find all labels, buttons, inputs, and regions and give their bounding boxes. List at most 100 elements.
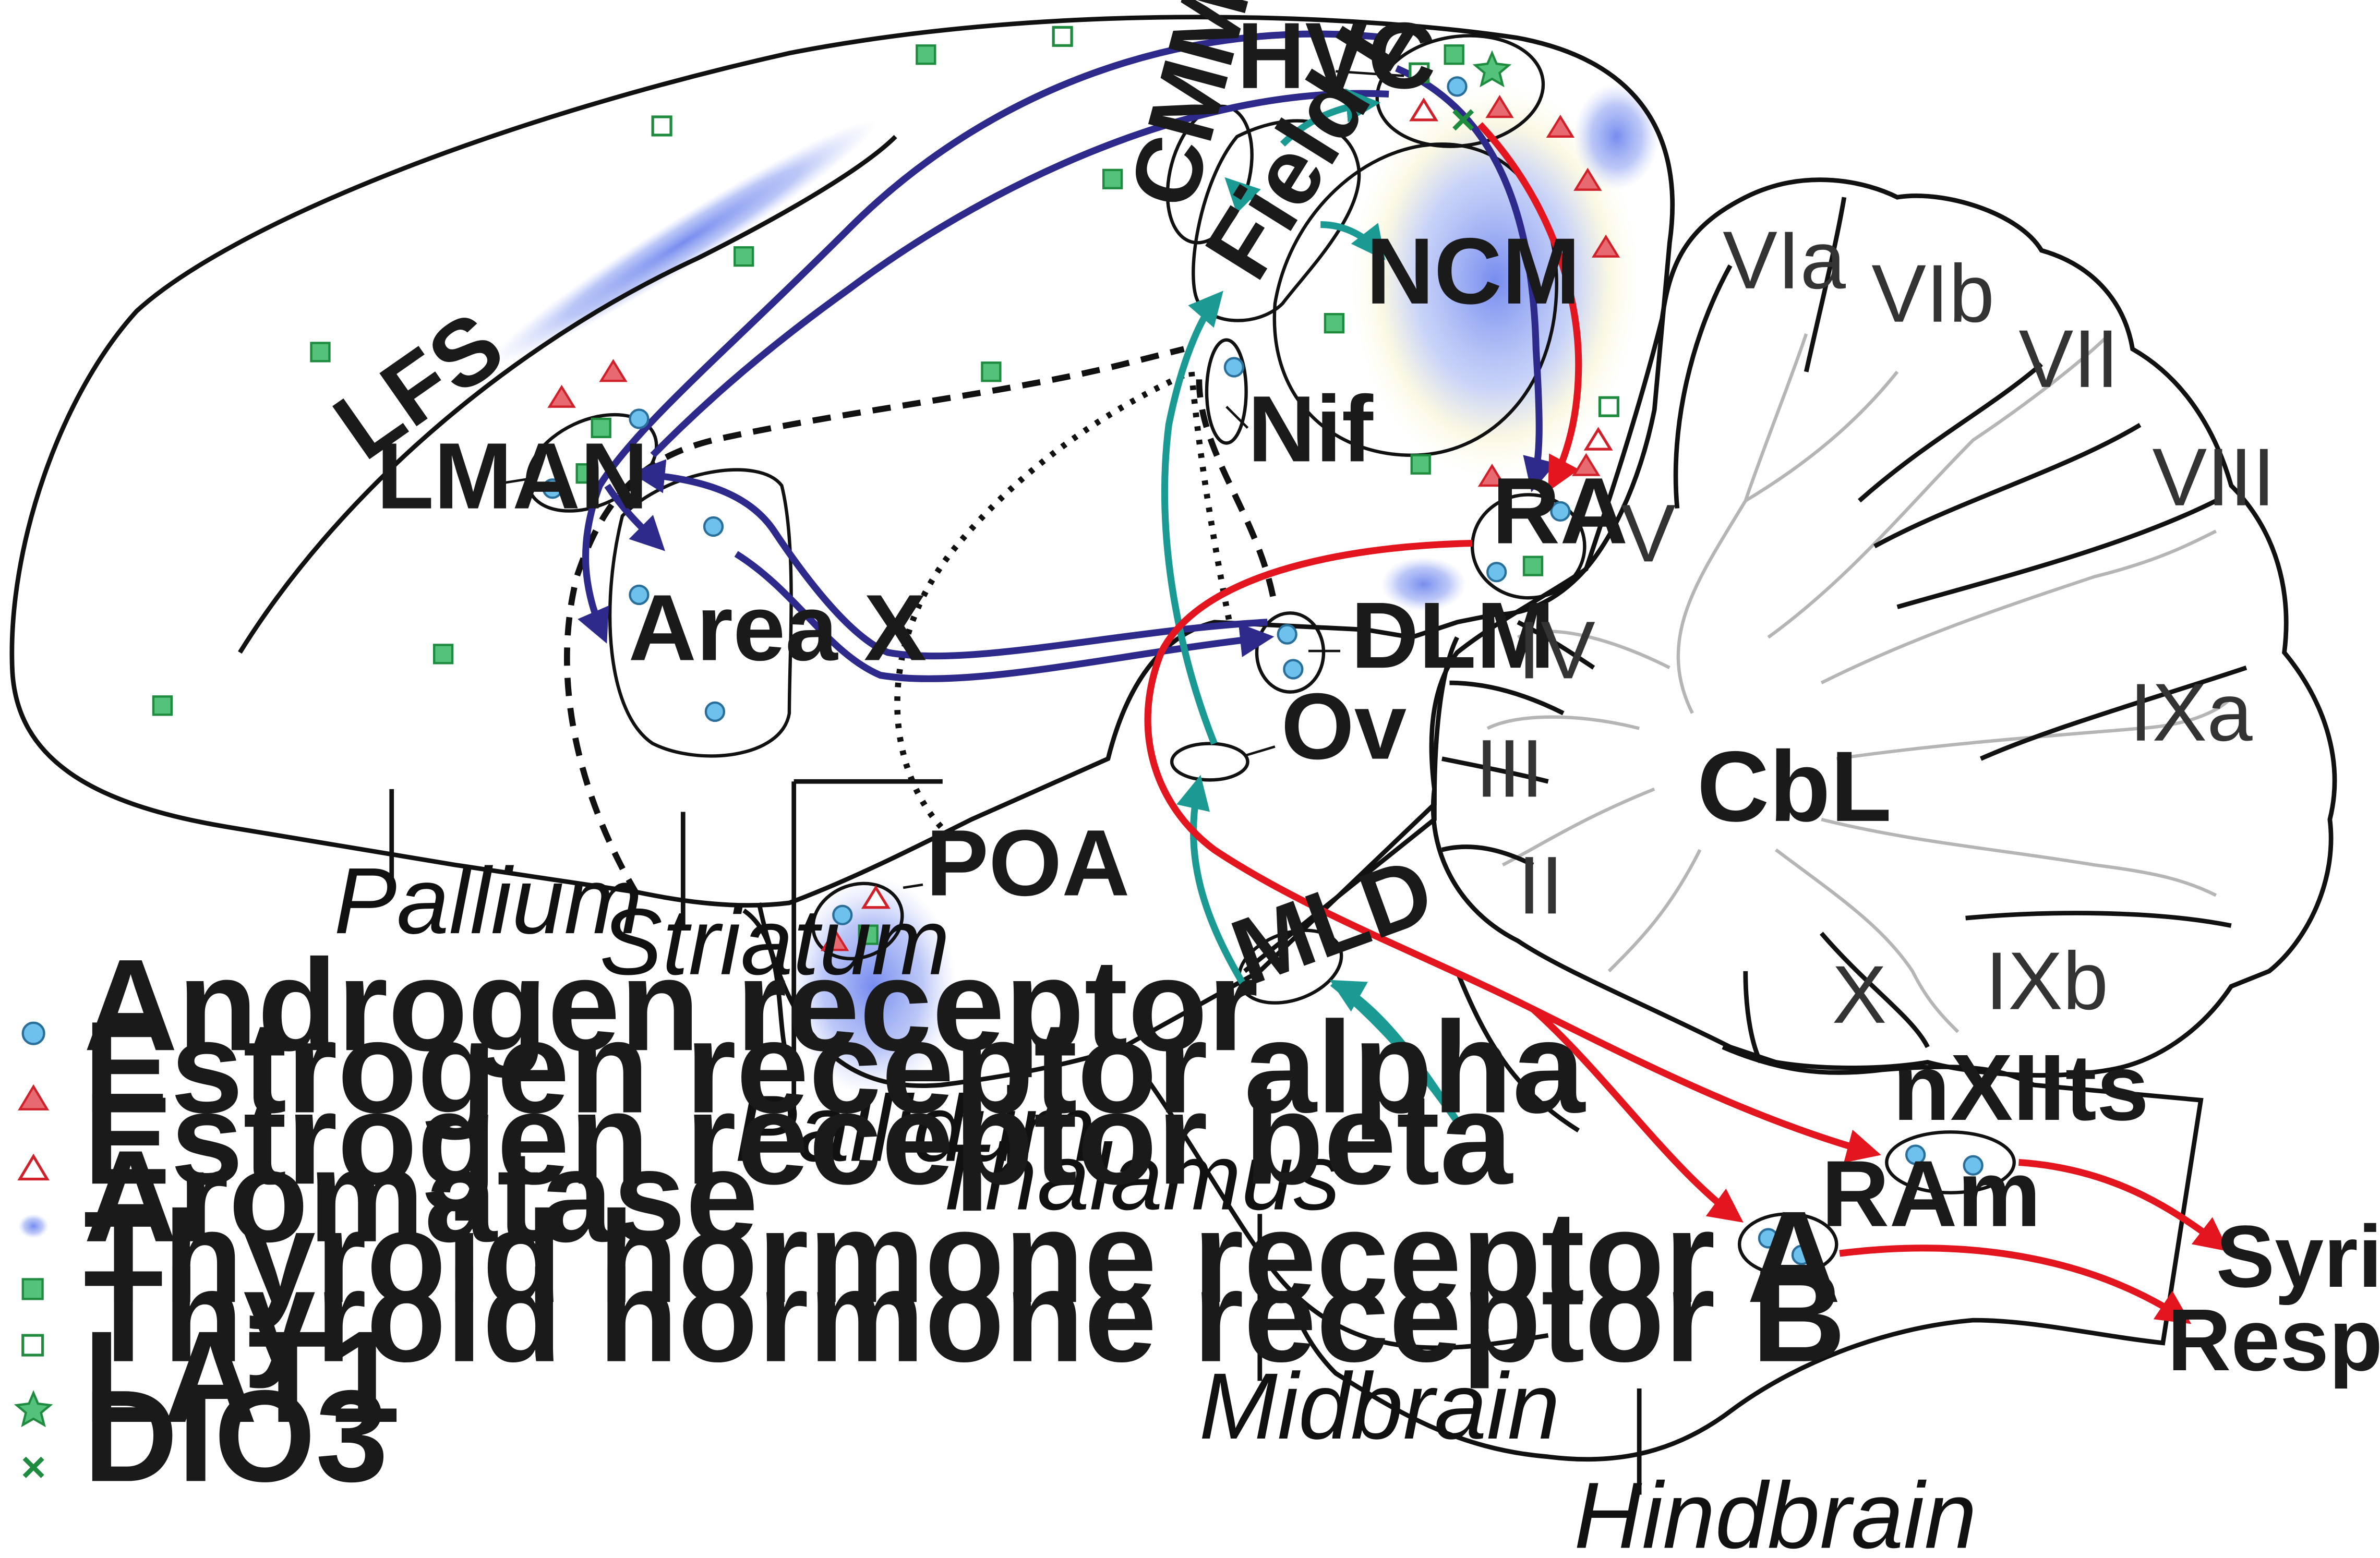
nuclei (526, 34, 2016, 1276)
lobule-vib: VIb (1871, 248, 1994, 340)
poa-label: POA (926, 811, 1130, 915)
lobule-via: VIa (1723, 215, 1846, 306)
nif-label: Nif (1248, 377, 1374, 481)
legend-dio3-icon (22, 1456, 44, 1478)
legend-thra-icon (21, 1278, 44, 1300)
ov-label: Ov (1281, 674, 1407, 779)
ram-nucleus (1737, 1212, 1838, 1276)
ncm-label: NCM (1366, 219, 1580, 324)
lobule-iii: III (1475, 723, 1544, 814)
midbrain-outline (1121, 1045, 1549, 1350)
lman-nucleus (526, 413, 658, 513)
legend-androgen-label: Androgen receptor (83, 933, 1258, 1078)
hindbrain-label: Hindbrain (1574, 1463, 1977, 1555)
legend-thra-label: Thyroid hormone receptor A (83, 1185, 1841, 1330)
thyroid-a-markers (152, 44, 1544, 945)
area-x-label: Area X (629, 576, 927, 681)
lobule-ixb: IXb (1985, 936, 2108, 1027)
hvc-label: HVC (1237, 4, 1436, 108)
aud-to-mld (1329, 980, 1463, 1128)
lobule-x: X (1832, 949, 1887, 1041)
ncm-nucleus (1272, 142, 1558, 457)
dlm-label: DLM (1351, 583, 1555, 688)
pallidum-label: Pallidum (735, 1077, 1096, 1181)
nif-nucleus (1205, 338, 1248, 445)
estrogen-alpha-markers (547, 95, 1620, 951)
legend-erb-label: Estrogen receptor beta (83, 1066, 1513, 1212)
syrinx-label: Syrinx (2216, 1207, 2380, 1306)
aud-ov-to-field-l (1161, 291, 1223, 745)
poa-nucleus (811, 881, 904, 961)
area-x-nucleus (608, 468, 793, 758)
ra-label: RA (1492, 459, 1628, 564)
dio3-cross-marker (1452, 109, 1474, 131)
estrogen-beta-markers (861, 98, 1613, 909)
midbrain-label: Midbrain (1199, 1354, 1560, 1459)
legend-thrb-icon (21, 1334, 44, 1357)
lobule-ixa: IXa (2130, 667, 2253, 758)
afp-lman-branch (650, 90, 1389, 458)
aromatase-cloud-ra (1381, 557, 1467, 612)
aud-field-l-to-cmm (1224, 177, 1269, 214)
cerebellum-folia (1486, 332, 2233, 1033)
brain-outline (9, 15, 2337, 1462)
division-ticks (389, 779, 1642, 1495)
aud-field-l-to-ncm (1320, 221, 1386, 261)
cerebellum-outline (1429, 177, 2337, 1078)
cerebellum-lobule-lines (1441, 197, 2247, 1064)
cbl-label: CbL (1697, 730, 1892, 842)
auditory-pathway (1161, 88, 1463, 1128)
aromatase-clouds (489, 83, 1659, 1096)
ram-label: RAm (1821, 1142, 2041, 1247)
motor-hvc-to-ra (1477, 122, 1582, 492)
legend-androgen-icon (21, 1021, 45, 1045)
legend-era-icon (18, 1084, 50, 1110)
afp-lman-to-area-x (604, 484, 665, 551)
lfs-line (238, 135, 897, 654)
nxiits-nucleus (1885, 1130, 2016, 1194)
legend-dio3-label: DIO3 (83, 1363, 388, 1509)
legend-erb-icon (17, 1153, 50, 1181)
lat1-star-marker (1472, 50, 1512, 88)
region-labels: HVC CMM Field L NCM Nif LFS LMAN Area X … (316, 0, 2149, 1247)
cerebrum-outline (9, 15, 1675, 908)
afp-dlm-to-lman (630, 459, 1268, 660)
pallium-label: Pallium (334, 849, 642, 953)
aromatase-cloud-hvc (1574, 83, 1659, 190)
label-leaders (505, 70, 1404, 889)
motor-pathway (1144, 122, 2229, 1324)
motor-ra-to-nxiits (1144, 539, 1881, 1163)
motor-ram-to-respiration (1839, 1245, 2192, 1324)
lobule-viii: VIII (2152, 432, 2275, 523)
lobule-vii: VII (2018, 313, 2119, 405)
thyroid-b-markers (651, 26, 1620, 417)
division-labels: Pallium Striatum Pallidum Thalamus Midbr… (334, 849, 1977, 1558)
nxiits-label: nXIIts (1893, 1035, 2149, 1140)
lobule-v: V (1621, 488, 1676, 579)
legend-aromatase-icon (18, 1214, 49, 1238)
receptor-markers (152, 26, 1984, 1265)
brainstem-outline (1288, 1045, 2204, 1462)
striatum-boundary (742, 908, 791, 1064)
legend-lat1-label: LAT1 (83, 1305, 400, 1450)
field-l-nucleus (1192, 119, 1361, 322)
legend-era-label: Estrogen receptor alpha (83, 995, 1586, 1140)
androgen-markers (542, 76, 1984, 1265)
legend-lat1-icon (14, 1390, 53, 1428)
aromatase-cloud-poa (789, 877, 956, 1096)
lobule-ii: II (1518, 840, 1563, 931)
respiration-label: Respiration (2168, 1290, 2380, 1389)
dashed-thalamus-boundary (1196, 379, 1278, 608)
aromatase-cloud-ncm (1351, 83, 1640, 478)
brainstem-inner-line (1455, 970, 1580, 1133)
afp-area-x-to-dlm (734, 551, 1275, 682)
dotted-boundary (894, 367, 1233, 829)
lobule-iv: IV (1518, 605, 1595, 696)
lobule-labels: VIa VIb VII VIII V IV III II IXa IXb X (1475, 215, 2275, 1041)
lman-label: LMAN (377, 424, 648, 529)
motor-nxiits-to-syrinx (2018, 1158, 2229, 1252)
motor-ra-to-ram (1531, 1006, 1744, 1223)
afp-hvc-to-area-x (578, 30, 1389, 644)
